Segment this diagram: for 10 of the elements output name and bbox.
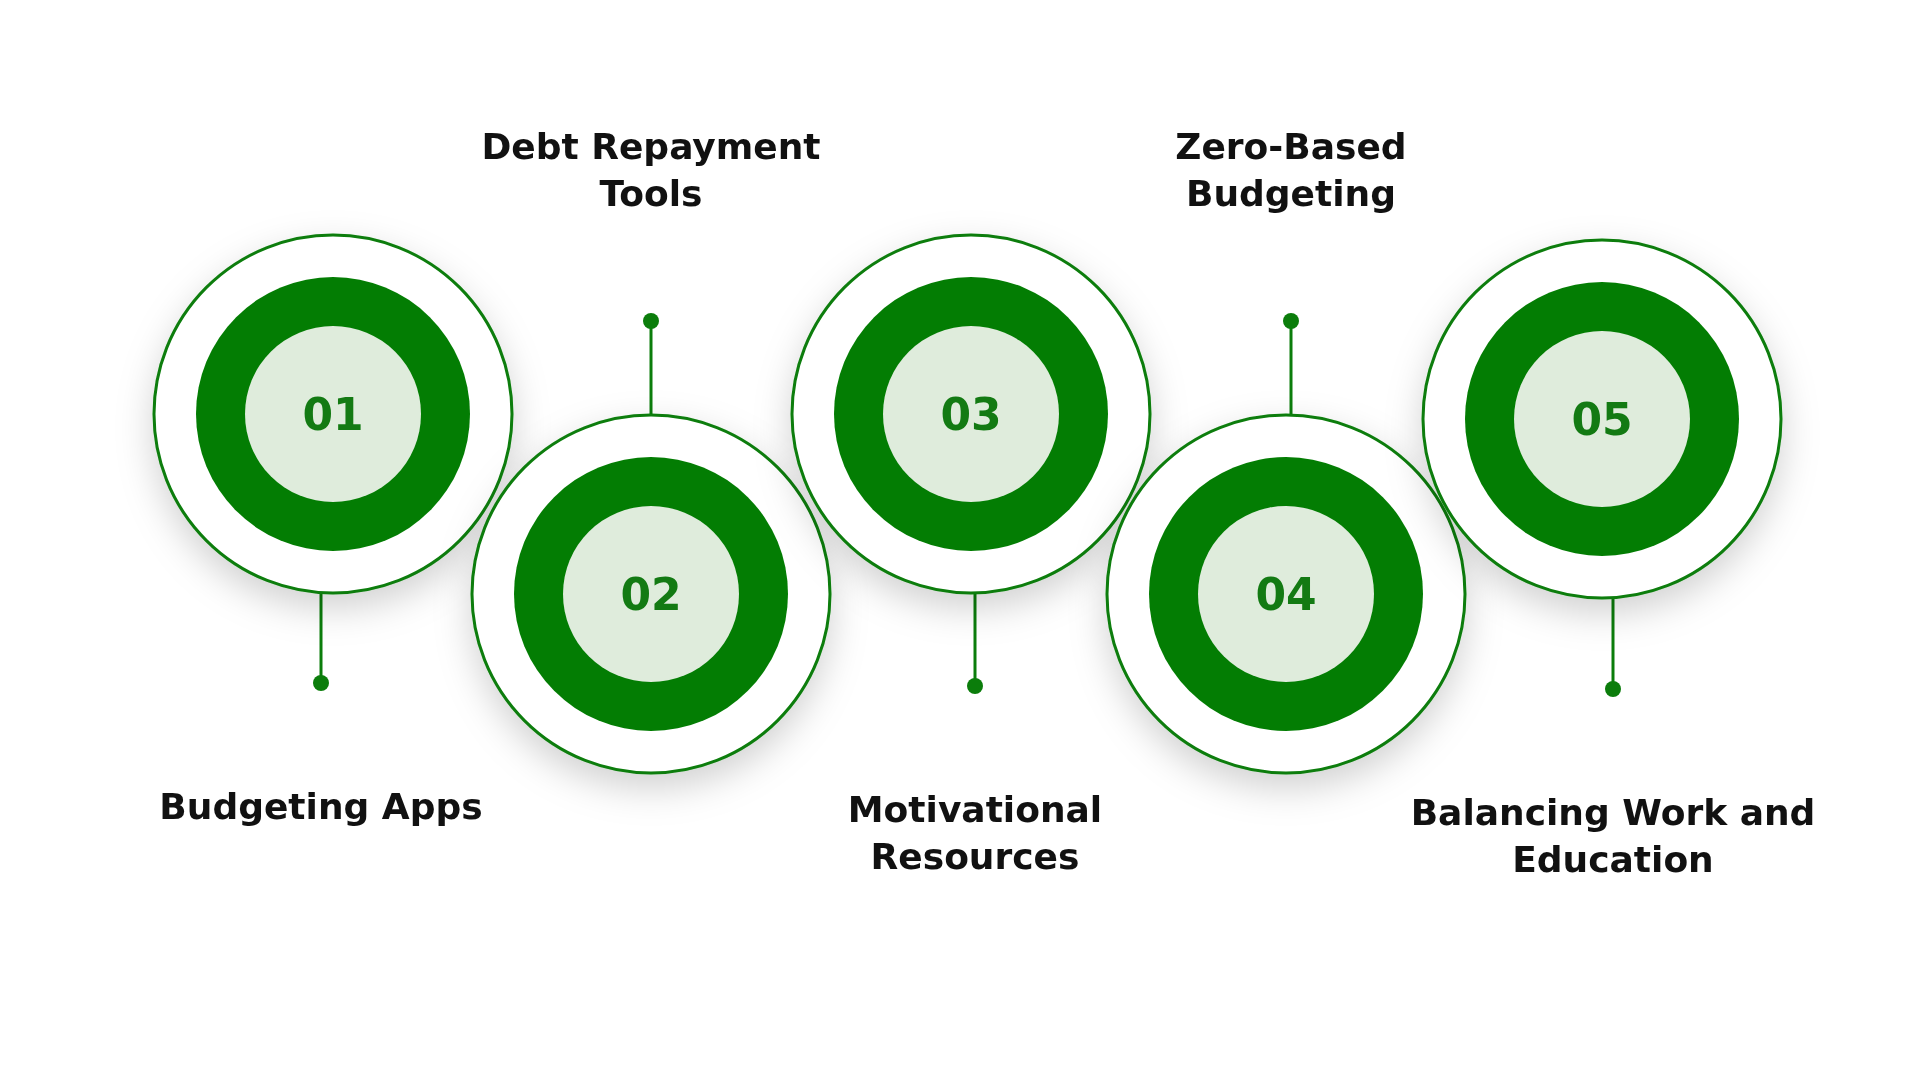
leader-line — [1605, 597, 1621, 697]
step-circle: 03 — [790, 233, 1152, 595]
step-circle: 02 — [470, 413, 832, 775]
leader-line — [313, 592, 329, 691]
step-circle: 01 — [152, 233, 514, 595]
step-circle: 04 — [1105, 413, 1467, 775]
step-circle: 05 — [1421, 238, 1783, 600]
leader-line — [1283, 313, 1299, 416]
leader-line — [643, 313, 659, 415]
leader-line — [967, 592, 983, 694]
